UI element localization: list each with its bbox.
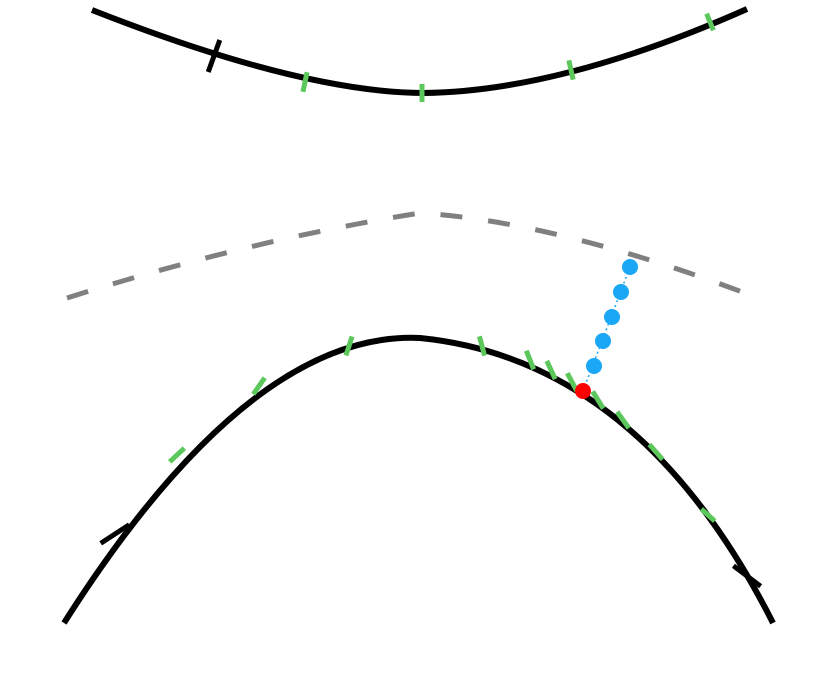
bottom-curve bbox=[61, 334, 776, 625]
probe-point bbox=[604, 309, 620, 325]
bottom-curve-minor-tick bbox=[590, 390, 606, 410]
bottom-curve-minor-tick bbox=[476, 335, 488, 357]
bottom-curve-minor-tick bbox=[523, 349, 537, 371]
probe-point bbox=[613, 284, 629, 300]
top-curve-minor-tick bbox=[704, 12, 716, 32]
top-curve-minor-tick bbox=[566, 59, 576, 81]
bottom-curve-minor-tick bbox=[544, 359, 558, 381]
probe-point bbox=[622, 259, 638, 275]
probe-point bbox=[595, 333, 611, 349]
bottom-curve-minor-tick bbox=[167, 446, 187, 464]
bottom-curve-minor-tick bbox=[647, 442, 665, 462]
bottom-curve-major-tick bbox=[99, 522, 131, 546]
bottom-curve-minor-tick bbox=[251, 376, 267, 396]
top-curve-major-tick bbox=[205, 39, 223, 73]
bottom-curve-minor-tick bbox=[615, 410, 631, 430]
probe-points bbox=[575, 259, 638, 399]
guide-dashed-curve bbox=[66, 210, 759, 301]
bottom-curve-minor-tick bbox=[699, 507, 717, 523]
bottom-curve-minor-tick bbox=[565, 372, 579, 392]
bottom-curve-ticks bbox=[99, 335, 763, 589]
top-curve-ticks bbox=[205, 12, 716, 102]
contact-point bbox=[575, 383, 591, 399]
bottom-curve-minor-tick bbox=[343, 335, 355, 357]
probe-point bbox=[586, 358, 602, 374]
bottom-curve-major-tick bbox=[731, 563, 763, 589]
top-curve-minor-tick bbox=[300, 71, 310, 93]
